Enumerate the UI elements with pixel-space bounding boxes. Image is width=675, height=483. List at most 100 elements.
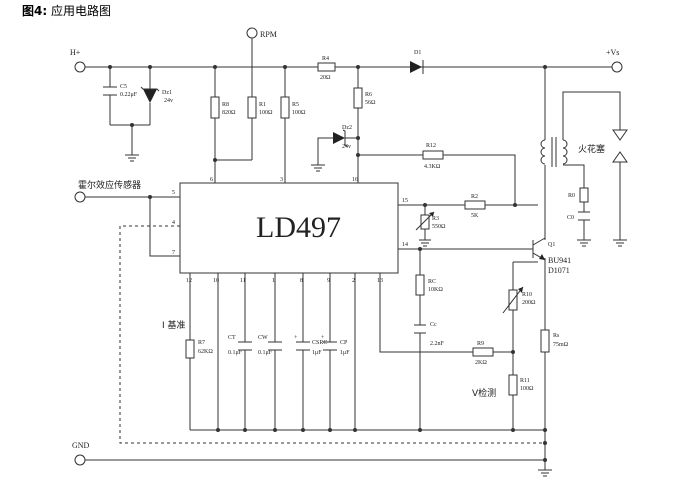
capacitor-ct: CT 0.1μF (228, 335, 252, 356)
ic-pin-9: 9 (327, 278, 330, 284)
r9-value: 2KΩ (475, 360, 487, 366)
ic-pin-3: 3 (280, 177, 283, 183)
figure-caption: 应用电路图 (50, 4, 111, 18)
diode-d1: D1 (405, 50, 428, 74)
rs-name: Rs (553, 333, 560, 339)
resistor-rs: Rs 75mΩ (540, 329, 569, 353)
ic-pin-7: 7 (172, 250, 175, 256)
rs-value: 75mΩ (553, 342, 569, 348)
ignition-coil (540, 137, 568, 167)
terminal-rpm: RPM (246, 27, 277, 39)
rc-value: 10KΩ (428, 287, 443, 293)
d1-name: D1 (414, 50, 421, 56)
c5-value: 0.22μF (120, 92, 138, 98)
r5-name: R5 (292, 102, 299, 108)
svg-text:+: + (321, 335, 325, 341)
terminal-vs: +Vs (606, 48, 623, 73)
cc-name: Cc (430, 322, 437, 328)
dz2-name: Dz2 (342, 125, 352, 131)
r10-name: R10 (522, 292, 532, 298)
q1-model-2: D1071 (548, 266, 570, 275)
r1-name: R1 (259, 102, 266, 108)
r12-value: 4.3KΩ (424, 164, 441, 170)
csrc-value: 1μF (312, 350, 322, 356)
r6-name: R6 (365, 92, 372, 98)
zener-dz2: Dz2 24v (333, 125, 352, 150)
capacitor-cp: + CP 1μF (321, 335, 350, 356)
ground-icon (311, 164, 325, 172)
resistor-r11: R11 100Ω (508, 374, 534, 396)
hall-sensor-label: 霍尔效应传感器 (78, 179, 141, 191)
r5-value: 100Ω (292, 110, 306, 116)
rc-name: RC (428, 279, 436, 285)
potentiometer-r10: R10 200Ω (502, 262, 536, 314)
ct-name: CT (228, 335, 236, 341)
figure-number: 图4: (22, 4, 48, 18)
r2-value: 5K (471, 213, 479, 219)
transistor-q1: Q1 BU941 D1071 (532, 237, 571, 275)
r7-name: R7 (198, 340, 205, 346)
potentiometer-r3: R3 550Ω (415, 211, 446, 247)
c0-name: C0 (567, 215, 574, 221)
r3-value: 550Ω (432, 224, 446, 230)
r2-name: R2 (471, 194, 478, 200)
ic-pin-12: 12 (186, 278, 192, 284)
r7-value: 62KΩ (198, 349, 213, 355)
cc-value: 2.2nF (430, 341, 445, 347)
spark-plug-label: 火花塞 (578, 143, 605, 155)
r4-name: R4 (322, 56, 329, 62)
vs-label: +Vs (606, 48, 619, 57)
resistor-r4: R4 20Ω (317, 56, 336, 81)
ic-name: LD497 (256, 211, 341, 244)
ground-icon (125, 154, 139, 162)
capacitor-csrc: + CSRC 1μF (294, 335, 327, 356)
r4-value: 20Ω (320, 75, 331, 81)
cw-name: CW (258, 335, 268, 341)
zener-dz1: Dz1 24v (140, 86, 173, 104)
capacitor-c5: C5 0.22μF (103, 84, 138, 98)
cp-name: CP (340, 340, 348, 346)
figure-title: 图4: 应用电路图 (22, 2, 111, 19)
capacitor-c0: C0 (567, 211, 590, 221)
dz1-name: Dz1 (162, 90, 172, 96)
ic-pin-15: 15 (402, 198, 408, 204)
ic-pin-10: 10 (213, 278, 219, 284)
resistor-r12: R12 4.3KΩ (422, 143, 444, 170)
capacitor-cw: CW 0.1μF (258, 335, 282, 356)
ic-pin-8: 8 (300, 278, 303, 284)
resistor-r2: R2 5K (464, 194, 486, 219)
csrc-name: CSRC (312, 340, 327, 346)
ground-symbols (125, 154, 627, 477)
r11-value: 100Ω (520, 386, 534, 392)
q1-name: Q1 (548, 242, 555, 248)
ground-icon (613, 239, 627, 247)
h-plus-label: H+ (70, 48, 81, 57)
r0-name: R0 (568, 193, 575, 199)
ic-pin-13: 13 (377, 278, 383, 284)
ic-pin-4: 4 (172, 220, 175, 226)
gnd-label: GND (72, 441, 90, 450)
r10-value: 200Ω (522, 300, 536, 306)
resistor-rc: RC 10KΩ (415, 274, 443, 296)
ic-pin-11: 11 (240, 278, 246, 284)
terminal-hall: 霍尔效应传感器 (74, 179, 141, 203)
capacitor-cc: Cc 2.2nF (414, 322, 445, 347)
ground-icon (538, 469, 552, 477)
resistor-r6: R6 56Ω (353, 87, 376, 109)
svg-text:+: + (294, 335, 298, 341)
resistor-r8: R8 820Ω (210, 96, 236, 119)
ic-pin-14: 14 (402, 242, 408, 248)
ct-value: 0.1μF (228, 350, 243, 356)
resistor-r5: R5 100Ω (280, 96, 306, 119)
ground-icon (577, 239, 591, 247)
r11-name: R11 (520, 378, 530, 384)
ic-pin-1: 1 (272, 278, 275, 284)
ic-ld497: LD497 5 4 7 6 3 16 15 14 12 10 11 1 8 9 … (172, 177, 408, 284)
resistor-r0: R0 (568, 187, 589, 203)
c5-name: C5 (120, 84, 127, 90)
cp-value: 1μF (340, 350, 350, 356)
terminal-gnd: GND (72, 441, 90, 466)
r6-value: 56Ω (365, 100, 376, 106)
ic-pin-5: 5 (172, 190, 175, 196)
